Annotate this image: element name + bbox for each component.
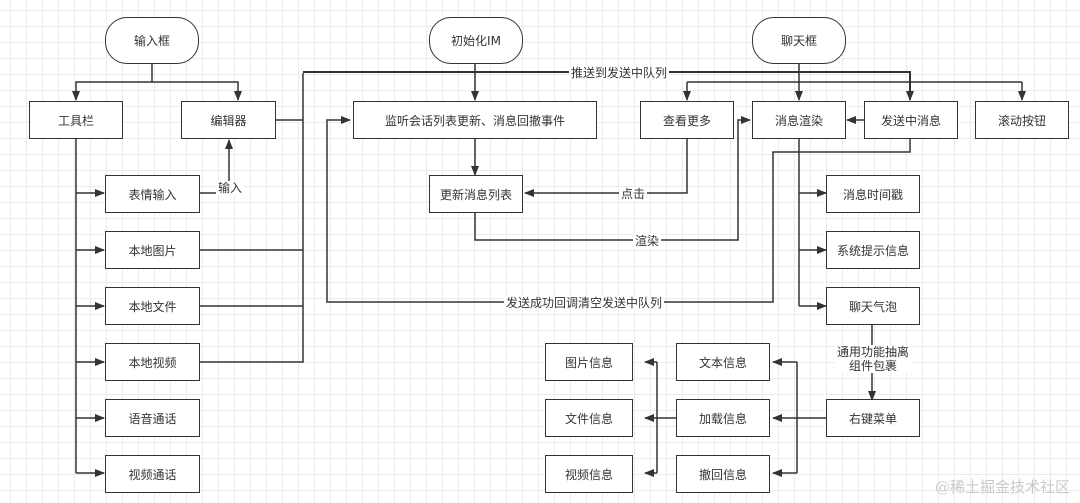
node-voice-call[interactable]: 语音通话 — [105, 399, 200, 437]
node-input-box[interactable]: 输入框 — [105, 17, 199, 64]
node-init-im[interactable]: 初始化IM — [429, 17, 523, 64]
node-label: 加载信息 — [698, 411, 747, 426]
node-file-info[interactable]: 文件信息 — [545, 399, 633, 437]
edge-label-success-callback: 发送成功回调清空发送中队列 — [504, 296, 665, 310]
node-load-info[interactable]: 加载信息 — [676, 399, 770, 437]
node-label: 系统提示信息 — [836, 243, 909, 258]
node-label: 图片信息 — [564, 355, 613, 370]
node-editor[interactable]: 编辑器 — [181, 101, 276, 139]
node-scroll-button[interactable]: 滚动按钮 — [975, 101, 1069, 139]
node-view-more[interactable]: 查看更多 — [640, 101, 734, 139]
edge-menu-bus — [796, 362, 826, 473]
edge-input-editor — [152, 81, 242, 101]
watermark: @稀土掘金技术社区 — [934, 478, 1070, 496]
node-label: 聊天气泡 — [848, 299, 897, 314]
node-label: 消息时间戳 — [842, 187, 903, 202]
node-label: 本地文件 — [128, 299, 177, 314]
node-sending[interactable]: 发送中消息 — [864, 101, 958, 139]
node-toolbar[interactable]: 工具栏 — [29, 101, 123, 139]
node-label: 本地视频 — [128, 355, 177, 370]
node-label: 编辑器 — [210, 113, 247, 128]
node-label: 输入框 — [133, 34, 170, 48]
node-image-info[interactable]: 图片信息 — [545, 343, 633, 381]
node-label: 监听会话列表更新、消息回撤事件 — [384, 113, 565, 128]
node-chat-box[interactable]: 聊天框 — [752, 17, 846, 64]
edge-label-push-queue: 推送到发送中队列 — [569, 66, 670, 80]
node-label: 视频通话 — [128, 467, 177, 482]
edge-update-render — [474, 116, 751, 241]
node-label: 视频信息 — [564, 467, 613, 482]
edge-viewmore-update — [524, 138, 688, 197]
edge-input-toolbar — [72, 64, 153, 101]
node-local-image[interactable]: 本地图片 — [105, 231, 200, 269]
node-context-menu[interactable]: 右键菜单 — [826, 399, 920, 437]
node-label: 文本信息 — [698, 355, 747, 370]
edge-label-click: 点击 — [619, 187, 648, 201]
edge-label-abstract-line2: 组件包裹 — [849, 359, 898, 373]
node-label: 消息渲染 — [774, 113, 823, 128]
edge-success-callback — [326, 116, 911, 303]
node-recall-info[interactable]: 撤回信息 — [676, 455, 770, 493]
node-label: 更新消息列表 — [439, 187, 512, 202]
edge-label-input: 输入 — [216, 181, 245, 195]
node-video-call[interactable]: 视频通话 — [105, 455, 200, 493]
node-label: 文件信息 — [564, 411, 613, 426]
node-chat-bubble[interactable]: 聊天气泡 — [826, 287, 920, 325]
node-label: 撤回信息 — [698, 467, 747, 482]
node-emoji-input[interactable]: 表情输入 — [105, 175, 200, 213]
node-local-file[interactable]: 本地文件 — [105, 287, 200, 325]
edge-video-bus — [199, 73, 304, 363]
node-label: 语音通话 — [128, 411, 177, 426]
node-label: 滚动按钮 — [997, 113, 1046, 128]
node-label: 表情输入 — [128, 187, 177, 202]
node-render[interactable]: 消息渲染 — [752, 101, 846, 139]
node-system-tip[interactable]: 系统提示信息 — [826, 231, 920, 269]
node-label: 聊天框 — [780, 34, 817, 48]
node-listen-events[interactable]: 监听会话列表更新、消息回撤事件 — [353, 101, 597, 139]
edge-label-abstract: 通用功能抽离 组件包裹 — [835, 345, 912, 373]
node-timestamp[interactable]: 消息时间戳 — [826, 175, 920, 213]
node-update-list[interactable]: 更新消息列表 — [429, 175, 523, 213]
edge-label-abstract-line1: 通用功能抽离 — [837, 345, 910, 359]
edge-load-bus — [656, 362, 676, 473]
node-label: 查看更多 — [662, 113, 711, 128]
node-label: 工具栏 — [57, 113, 94, 128]
node-label: 初始化IM — [451, 34, 501, 48]
node-label: 发送中消息 — [880, 113, 941, 128]
edge-push-queue — [303, 71, 914, 101]
node-label: 右键菜单 — [848, 411, 897, 426]
node-local-video[interactable]: 本地视频 — [105, 343, 200, 381]
node-text-info[interactable]: 文本信息 — [676, 343, 770, 381]
node-video-info[interactable]: 视频信息 — [545, 455, 633, 493]
edge-label-render: 渲染 — [633, 234, 662, 248]
node-label: 本地图片 — [128, 243, 177, 258]
